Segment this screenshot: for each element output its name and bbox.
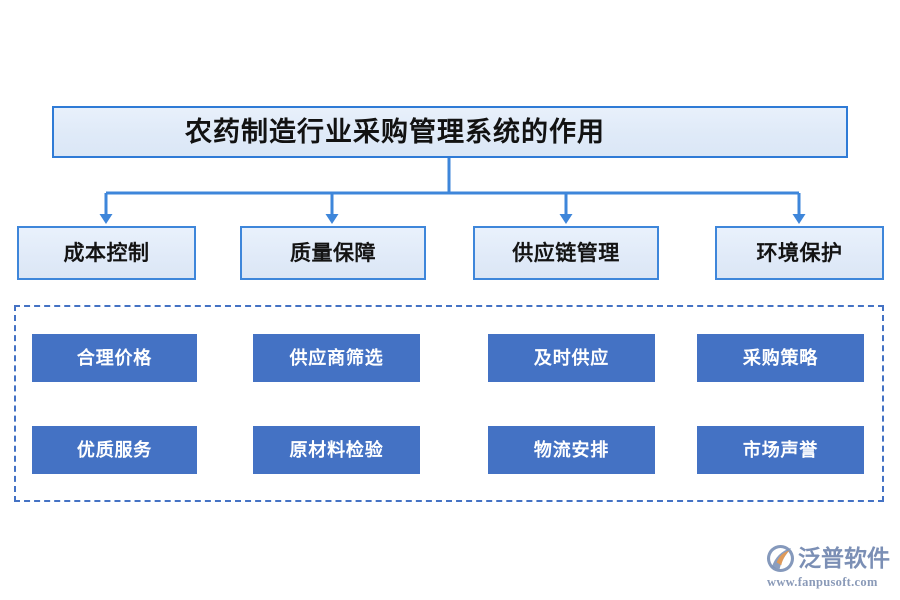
item-box-label: 物流安排 [533, 440, 610, 460]
connector-arrowhead-1 [99, 214, 113, 224]
item-box-4: 采购策略 [697, 334, 864, 382]
item-box-label: 市场声誉 [742, 440, 819, 460]
item-box-label: 采购策略 [742, 348, 819, 368]
diagram-title-text: 农药制造行业采购管理系统的作用 [185, 116, 605, 147]
brand-name: 泛普软件 [798, 546, 890, 572]
category-box-4: 环境保护 [715, 226, 884, 280]
category-box-label: 成本控制 [63, 240, 150, 265]
item-box-6: 原材料检验 [253, 426, 420, 474]
connector-arrowhead-4 [792, 214, 806, 224]
brand-url: www.fanpusoft.com [767, 574, 878, 589]
item-box-label: 合理价格 [76, 348, 153, 368]
category-box-2: 质量保障 [240, 226, 426, 280]
item-box-label: 及时供应 [533, 348, 610, 368]
item-box-7: 物流安排 [488, 426, 655, 474]
item-box-2: 供应商筛选 [253, 334, 420, 382]
brand-watermark: 泛普软件 www.fanpusoft.com [766, 541, 892, 591]
item-box-label: 供应商筛选 [289, 348, 384, 368]
items-dashed-group [14, 305, 884, 502]
item-box-label: 原材料检验 [289, 440, 384, 460]
connector-arrowhead-2 [325, 214, 339, 224]
item-box-label: 优质服务 [76, 440, 153, 460]
fanpu-logo-icon [766, 544, 795, 573]
category-box-1: 成本控制 [17, 226, 196, 280]
item-box-5: 优质服务 [32, 426, 197, 474]
category-box-label: 质量保障 [290, 240, 376, 265]
category-box-3: 供应链管理 [473, 226, 659, 280]
brand-watermark-top: 泛普软件 [766, 544, 890, 574]
category-box-label: 环境保护 [756, 240, 843, 265]
diagram-title-box: 农药制造行业采购管理系统的作用 [52, 106, 848, 158]
item-box-3: 及时供应 [488, 334, 655, 382]
category-box-label: 供应链管理 [512, 240, 620, 265]
item-box-8: 市场声誉 [697, 426, 864, 474]
connector-arrowhead-3 [559, 214, 573, 224]
item-box-1: 合理价格 [32, 334, 197, 382]
